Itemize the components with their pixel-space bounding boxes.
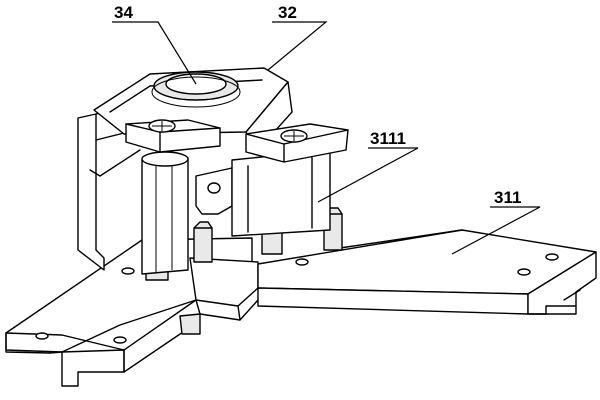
callout-32: 32 <box>278 3 297 22</box>
mount-hole <box>35 332 49 340</box>
shaft <box>141 151 189 275</box>
terminal-tab <box>195 167 233 215</box>
right-screw-boss <box>245 123 349 163</box>
mount-hole <box>121 267 135 275</box>
switch-body <box>231 149 331 237</box>
leader-lines <box>112 21 541 255</box>
callout-3111: 3111 <box>370 129 406 148</box>
mount-hole <box>517 268 531 276</box>
mount-hole <box>113 336 127 344</box>
callout-311: 311 <box>494 188 521 207</box>
left-screw-boss <box>125 119 221 153</box>
right-arm-plate <box>257 229 597 315</box>
callout-34: 34 <box>114 3 133 22</box>
mount-hole <box>295 258 309 266</box>
mount-hole <box>545 253 559 261</box>
